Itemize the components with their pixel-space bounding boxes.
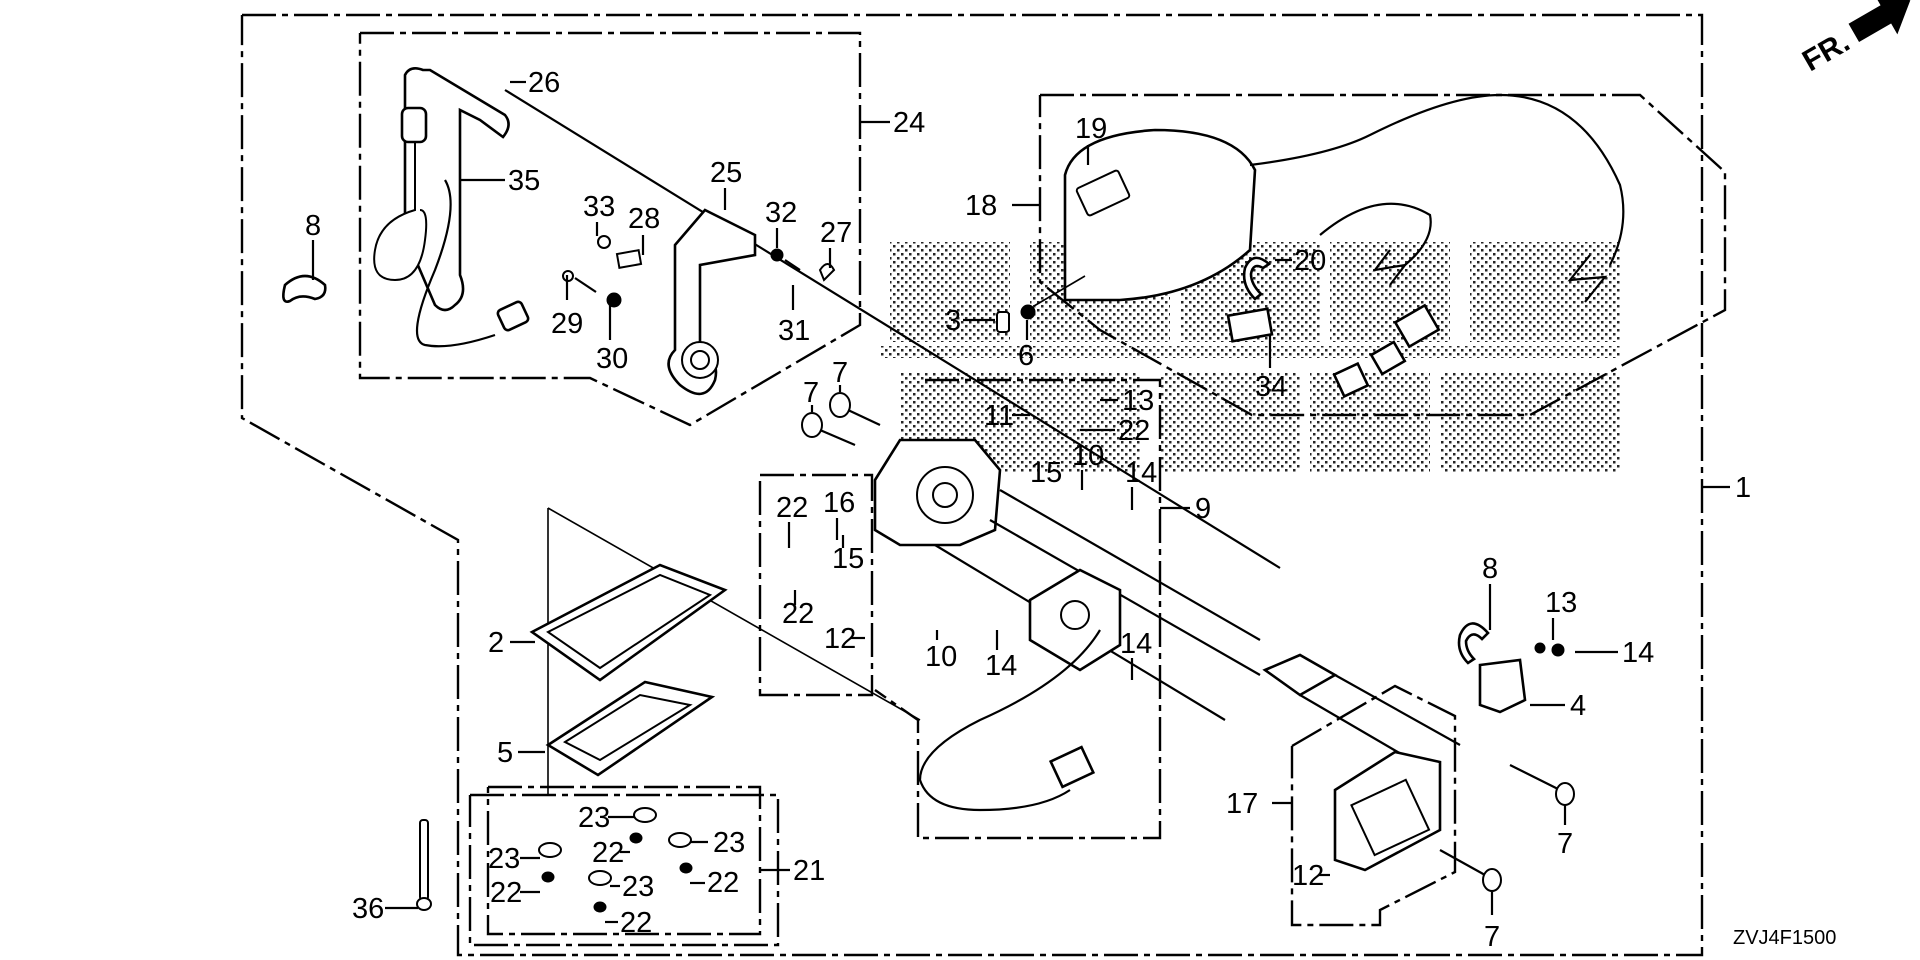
callout-16: 16 xyxy=(823,487,855,519)
subassembly-boundary-cover xyxy=(547,507,921,795)
callout-6: 6 xyxy=(1018,340,1034,372)
part-21-hardware-kit xyxy=(538,807,693,913)
callout-9: 9 xyxy=(1195,493,1211,525)
subassembly-boundary-housing xyxy=(758,473,874,697)
callout-27: 27 xyxy=(820,217,852,249)
part-housing-cable xyxy=(918,629,1101,812)
callout-10: 10 xyxy=(925,641,957,673)
callout-22: 22 xyxy=(707,867,739,899)
front-arrow-icon xyxy=(1848,0,1911,42)
part-17-bracket xyxy=(1333,750,1442,872)
diagram-code: ZVJ4F1500 xyxy=(1733,927,1836,949)
part-7-bolts-lower xyxy=(1439,764,1575,892)
callout-2: 2 xyxy=(488,627,504,659)
callout-7: 7 xyxy=(1484,921,1500,953)
callout-22: 22 xyxy=(620,907,652,939)
callout-14: 14 xyxy=(985,650,1017,682)
callout-34: 34 xyxy=(1255,371,1287,403)
callout-28: 28 xyxy=(628,203,660,235)
callout-20: 20 xyxy=(1294,245,1326,277)
assembly-boundary-1 xyxy=(240,13,1704,957)
callout-14: 14 xyxy=(1622,637,1654,669)
callout-22: 22 xyxy=(776,492,808,524)
callout-33: 33 xyxy=(583,191,615,223)
subassembly-boundary-24 xyxy=(358,31,890,427)
part-2-cover xyxy=(529,563,728,682)
callout-24: 24 xyxy=(893,107,925,139)
part-wire-connectors xyxy=(1226,202,1608,399)
callout-7: 7 xyxy=(832,357,848,389)
callout-25: 25 xyxy=(710,157,742,189)
callout-3: 3 xyxy=(945,305,961,337)
callout-30: 30 xyxy=(596,343,628,375)
callout-10: 10 xyxy=(1072,440,1104,472)
part-shaft xyxy=(1262,653,1461,766)
subassembly-boundary-21 xyxy=(468,785,790,947)
callout-22: 22 xyxy=(490,877,522,909)
part-3-6-fasteners xyxy=(996,275,1086,333)
callout-26: 26 xyxy=(528,67,560,99)
callout-13: 13 xyxy=(1122,385,1154,417)
front-direction-indicator: FR. xyxy=(1797,0,1911,78)
callout-31: 31 xyxy=(778,315,810,347)
callout-36: 36 xyxy=(352,893,384,925)
callout-32: 32 xyxy=(765,197,797,229)
callout-23: 23 xyxy=(488,843,520,875)
callout-7: 7 xyxy=(803,377,819,409)
callout-17: 17 xyxy=(1226,788,1258,820)
callout-11: 11 xyxy=(984,400,1014,432)
callout-19: 19 xyxy=(1075,113,1107,145)
part-35-cable xyxy=(373,106,530,348)
callout-22: 22 xyxy=(782,598,814,630)
callout-8: 8 xyxy=(1482,553,1498,585)
callout-29: 29 xyxy=(551,308,583,340)
part-26-bracket xyxy=(403,67,1281,569)
part-19-display-cover xyxy=(1063,93,1625,302)
subassembly-boundary-18 xyxy=(1012,93,1727,417)
callout-23: 23 xyxy=(578,802,610,834)
callout-23: 23 xyxy=(713,827,745,859)
part-36-bolt xyxy=(416,819,432,911)
callout-23: 23 xyxy=(622,871,654,903)
part-9-housing xyxy=(873,438,1261,721)
part-5-gasket xyxy=(545,680,716,777)
subassembly-boundary-17 xyxy=(1272,684,1457,927)
callout-21: 21 xyxy=(793,855,825,887)
callout-15: 15 xyxy=(1030,457,1062,489)
callout-22: 22 xyxy=(1118,415,1150,447)
callout-13: 13 xyxy=(1545,587,1577,619)
part-8-clip-left xyxy=(282,274,327,303)
callout-22: 22 xyxy=(592,837,624,869)
part-20-clip xyxy=(1242,256,1272,301)
callout-4: 4 xyxy=(1570,690,1586,722)
front-label: FR. xyxy=(1797,25,1855,78)
part-right-hardware xyxy=(1457,622,1565,714)
part-7-bolts-upper xyxy=(801,392,881,447)
callout-35: 35 xyxy=(508,165,540,197)
callout-15: 15 xyxy=(832,543,864,575)
part-hardware-27-33 xyxy=(562,235,836,308)
part-25-lever xyxy=(667,208,757,396)
callout-1: 1 xyxy=(1735,472,1751,504)
callout-14: 14 xyxy=(1125,457,1157,489)
callout-5: 5 xyxy=(497,737,513,769)
callout-14: 14 xyxy=(1120,628,1152,660)
callout-18: 18 xyxy=(965,190,997,222)
callout-8: 8 xyxy=(305,210,321,242)
callout-7: 7 xyxy=(1557,828,1573,860)
